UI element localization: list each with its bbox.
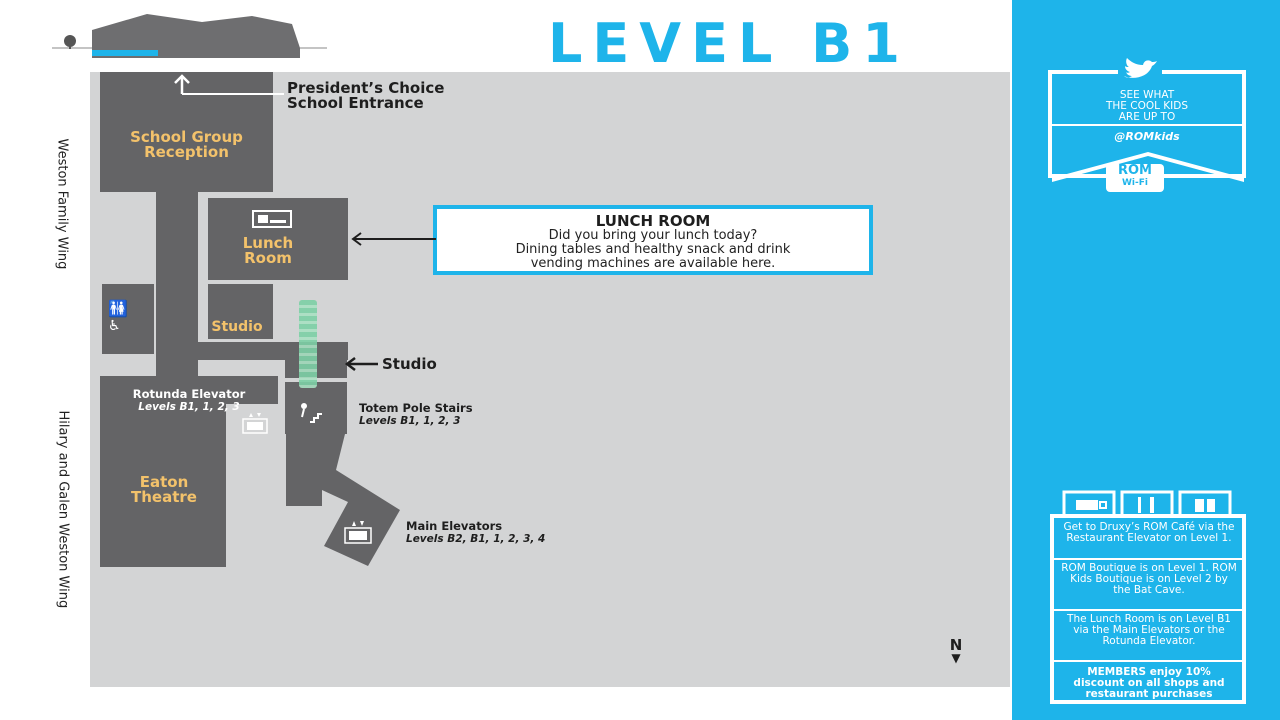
note-divider-2 [1054, 609, 1242, 611]
label-eaton-theatre: Eaton Theatre [131, 473, 197, 506]
wing-label-weston-family: Weston Family Wing [54, 138, 70, 270]
stairs-block [285, 382, 347, 434]
lunch-room-callout-box: LUNCH ROOM Did you bring your lunch toda… [433, 205, 873, 275]
restaurant-icon [1120, 488, 1174, 518]
totem-pole-stairs-label: Totem Pole Stairs Levels B1, 1, 2, 3 [359, 401, 473, 428]
info-panel [1012, 0, 1280, 720]
studio-room-area [208, 284, 273, 339]
gift-shop-icon [1178, 488, 1232, 518]
cafe-icon [1062, 488, 1116, 518]
note-divider-1 [1054, 558, 1242, 560]
accessible-icon: ♿ [108, 318, 121, 334]
totem-pole-icon [299, 300, 317, 388]
label-lunch-room: Lunch Room [242, 234, 294, 267]
building-thumbnail [52, 10, 327, 65]
note-cafe: Get to Druxy’s ROM Café via the Restaura… [1063, 521, 1235, 544]
twitter-bird-icon [1118, 58, 1162, 82]
rom-wifi-logo: ROM Wi-Fi [1106, 164, 1164, 192]
main-elevators-label: Main Elevators Levels B2, B1, 1, 2, 3, 4 [406, 519, 546, 546]
note-lunch-room: The Lunch Room is on Level B1 via the Ma… [1067, 613, 1231, 647]
lunch-room-callout-line1: Did you bring your lunch today? [548, 228, 758, 243]
label-studio-room: Studio [211, 319, 263, 335]
twitter-text: SEE WHAT THE COOL KIDS ARE UP TO [1105, 89, 1189, 123]
elevator-shaft-corridor [286, 430, 322, 506]
main-elevator-icon [344, 520, 372, 548]
twitter-handle[interactable]: @ROMkids [1114, 130, 1180, 143]
stairs-icon [296, 402, 326, 428]
note-boutique: ROM Boutique is on Level 1. ROM Kids Bou… [1061, 562, 1237, 596]
rotunda-corridor [100, 376, 278, 404]
label-school-group-reception: School Group Reception [130, 128, 243, 161]
building-icon [52, 14, 327, 58]
notes-box [1050, 514, 1246, 704]
rotunda-elevator-icon [242, 412, 268, 438]
entrance-callout: President’s Choice School Entrance [287, 79, 445, 112]
corridor-left [156, 190, 198, 390]
entrance-arrow-icon [174, 74, 284, 95]
compass-north: N ▼ [946, 638, 966, 665]
washroom-icon: 🚻 [108, 299, 128, 318]
rotunda-shaft [100, 404, 226, 436]
wing-label-hilary-galen-weston: Hilary and Galen Weston Wing [55, 410, 71, 609]
members-note: MEMBERS enjoy 10% discount on all shops … [1073, 666, 1225, 700]
main-elevator-wing [322, 430, 400, 566]
lunch-room-arrow-icon [351, 232, 436, 246]
lunch-room-icon [252, 210, 292, 228]
note-divider-3 [1054, 660, 1242, 662]
rotunda-elevator-label: Rotunda Elevator Levels B1, 1, 2, 3 [132, 387, 246, 414]
studio-callout: Studio [382, 355, 437, 373]
compass-arrow-icon: ▼ [951, 651, 961, 665]
lunch-room-callout-line2: Dining tables and healthy snack and drin… [515, 242, 791, 257]
washroom-block [102, 284, 154, 354]
eaton-theatre-room [100, 435, 226, 567]
lunch-room-callout-title: LUNCH ROOM [595, 212, 711, 230]
level-title: LEVEL B1 [548, 12, 910, 75]
twitter-divider [1052, 124, 1242, 126]
lunch-room-callout-line3: vending machines are available here. [530, 256, 776, 271]
studio-arrow-icon [344, 357, 378, 371]
school-group-reception-room [100, 72, 273, 192]
